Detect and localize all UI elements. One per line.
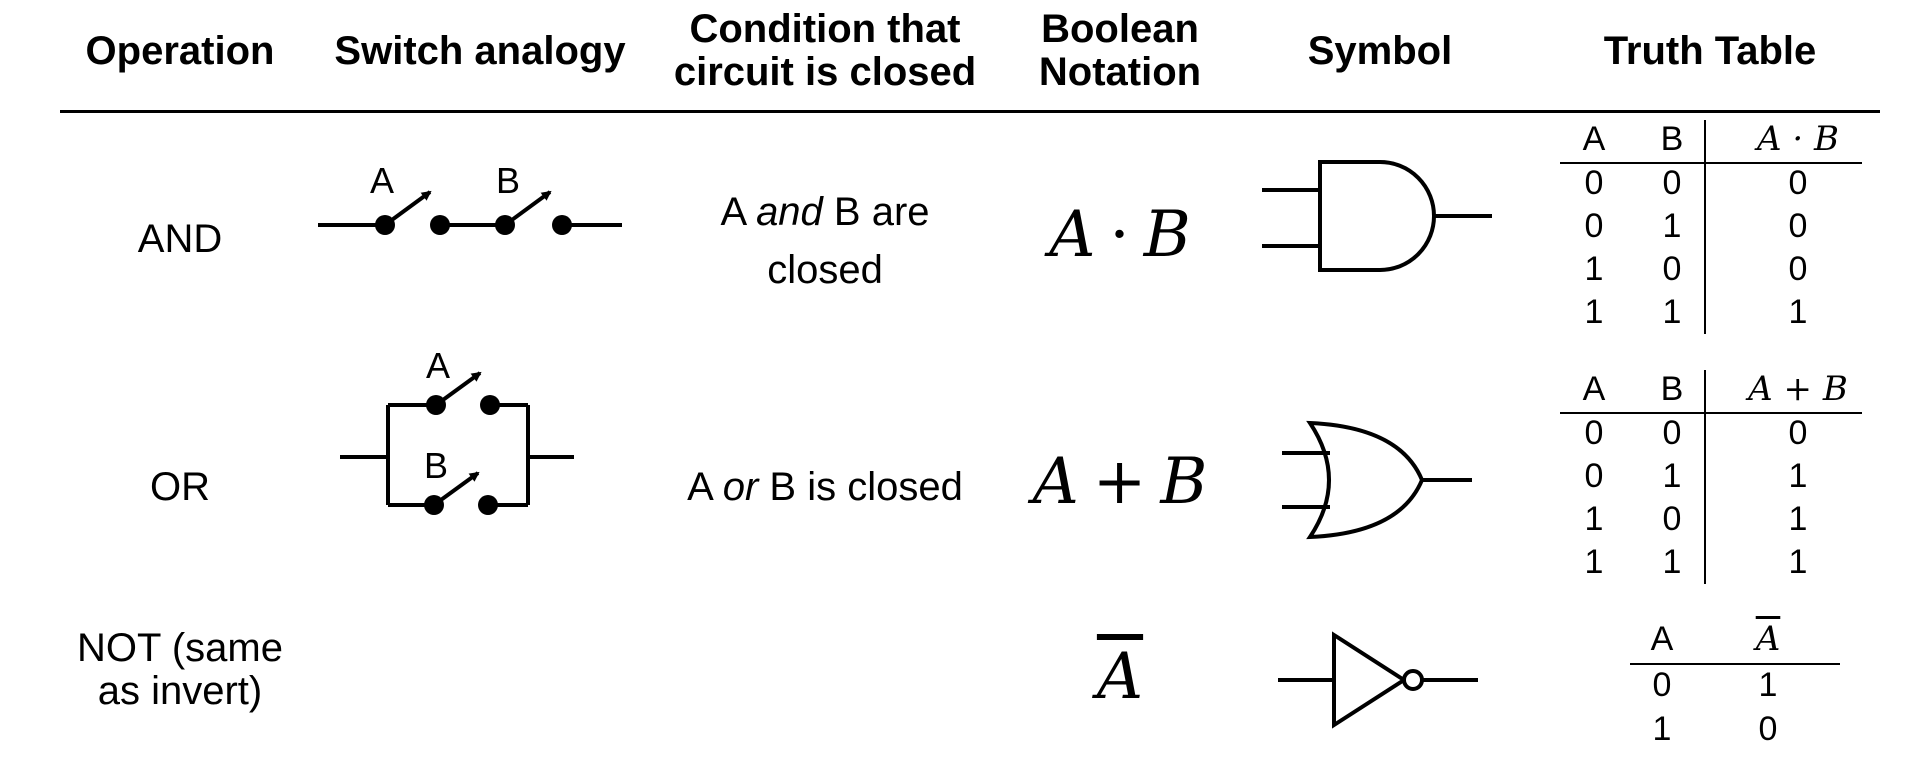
not-operation-line1: NOT (same <box>77 626 283 670</box>
and-switch-label-b: B <box>496 160 520 201</box>
or-truth-table: A B A + B 0 0 0 0 1 1 1 0 1 1 1 1 <box>1560 368 1880 588</box>
or-tt-cell: 1 <box>1788 457 1808 495</box>
or-notation-a: A <box>1032 445 1079 519</box>
or-condition-em: or <box>722 465 759 509</box>
or-tt-header-result: A + B <box>1748 369 1848 409</box>
or-tt-column-rule <box>1704 370 1706 584</box>
or-tt-cell: 0 <box>1584 457 1604 495</box>
and-tt-cell: 0 <box>1584 164 1604 202</box>
or-tt-cell: 1 <box>1584 543 1604 581</box>
and-tt-cell: 1 <box>1584 250 1604 288</box>
and-condition-post: B are <box>822 190 930 234</box>
header-boolean-line1: Boolean <box>1041 7 1199 51</box>
and-tt-cell: 1 <box>1662 207 1682 245</box>
and-tt-cell: 0 <box>1584 207 1604 245</box>
header-condition: Condition that circuit is closed <box>660 8 990 94</box>
or-notation-b: B <box>1160 445 1208 519</box>
not-tt-header-rule <box>1630 663 1840 665</box>
or-switch-analogy-icon: A B <box>340 345 574 515</box>
and-operation-text: AND <box>137 217 223 261</box>
or-notation-op: + <box>1092 445 1147 519</box>
and-tt-cell: 0 <box>1662 164 1682 202</box>
or-switch-label-a: A <box>426 345 450 386</box>
header-symbol-text: Symbol <box>1307 29 1453 73</box>
header-boolean-line2: Notation <box>1038 50 1202 94</box>
and-gate-icon <box>1262 160 1492 272</box>
header-operation-text: Operation <box>85 29 275 73</box>
or-condition: A or B is closed <box>660 458 990 516</box>
and-tt-column-rule <box>1704 120 1706 334</box>
and-tt-header-b: B <box>1660 120 1684 158</box>
or-tt-cell: 0 <box>1788 414 1808 452</box>
or-tt-cell: 1 <box>1584 500 1604 538</box>
and-tt-header-a: A <box>1582 120 1606 158</box>
and-boolean-notation: A·B <box>1010 198 1230 272</box>
header-condition-line2: circuit is closed <box>673 50 977 94</box>
not-tt-header-a: A <box>1650 620 1674 658</box>
or-operation-label: OR <box>60 458 300 516</box>
or-tt-header-a: A <box>1582 370 1606 408</box>
not-tt-cell: 0 <box>1758 710 1778 748</box>
or-boolean-notation: A+B <box>1010 445 1230 519</box>
and-condition-line2: closed <box>767 248 883 292</box>
and-tt-cell: 1 <box>1788 293 1808 331</box>
or-tt-cell: 1 <box>1788 543 1808 581</box>
not-gate-icon <box>1278 631 1478 729</box>
header-symbol: Symbol <box>1250 30 1510 73</box>
or-tt-cell: 0 <box>1662 414 1682 452</box>
and-tt-cell: 0 <box>1788 164 1808 202</box>
and-notation-a: A <box>1049 198 1096 272</box>
and-condition-em: and <box>756 190 823 234</box>
not-truth-table: A A 0 1 1 0 <box>1630 618 1860 758</box>
and-switch-label-a: A <box>370 160 394 201</box>
and-tt-cell: 1 <box>1584 293 1604 331</box>
or-tt-cell: 0 <box>1662 500 1682 538</box>
header-operation: Operation <box>60 30 300 73</box>
or-gate-icon <box>1282 420 1472 540</box>
and-notation-b: B <box>1143 198 1191 272</box>
or-tt-cell: 1 <box>1788 500 1808 538</box>
or-tt-header-b: B <box>1660 370 1684 408</box>
or-operation-text: OR <box>150 465 210 509</box>
and-tt-header-rule <box>1560 162 1862 164</box>
and-tt-cell: 0 <box>1788 250 1808 288</box>
header-boolean-notation: Boolean Notation <box>1010 8 1230 94</box>
and-switch-analogy-icon: A B <box>318 160 622 235</box>
or-tt-cell: 1 <box>1662 543 1682 581</box>
header-switch-analogy: Switch analogy <box>320 30 640 73</box>
and-notation-op: · <box>1109 198 1130 272</box>
or-tt-cell: 1 <box>1662 457 1682 495</box>
header-condition-line1: Condition that <box>689 7 961 51</box>
or-condition-pre: A <box>687 465 723 509</box>
not-tt-header-not-a: A <box>1755 619 1781 659</box>
and-tt-cell: 0 <box>1662 250 1682 288</box>
header-divider <box>60 110 1880 113</box>
not-tt-cell: 1 <box>1758 666 1778 704</box>
and-operation-label: AND <box>60 210 300 268</box>
or-condition-post: B is closed <box>758 465 963 509</box>
and-condition-pre: A <box>720 190 757 234</box>
and-tt-cell: 1 <box>1662 293 1682 331</box>
or-tt-cell: 0 <box>1584 414 1604 452</box>
or-switch-label-b: B <box>424 445 448 486</box>
header-truth-table-text: Truth Table <box>1603 29 1817 73</box>
not-boolean-notation: A <box>1010 640 1230 714</box>
not-operation-label: NOT (same as invert) <box>60 627 300 713</box>
not-operation-line2: as invert) <box>97 669 263 713</box>
and-condition: A and B are closed <box>660 183 990 299</box>
or-tt-header-rule <box>1560 412 1862 414</box>
and-tt-cell: 0 <box>1788 207 1808 245</box>
not-tt-cell: 1 <box>1652 710 1672 748</box>
and-tt-header-result: A · B <box>1757 119 1839 159</box>
and-truth-table: A B A · B 0 0 0 0 1 0 1 0 0 1 1 1 <box>1560 118 1880 338</box>
header-switch-analogy-text: Switch analogy <box>334 29 626 73</box>
and-condition-line1: A and B are <box>660 183 990 241</box>
not-notation-a: A <box>1096 640 1144 714</box>
header-truth-table: Truth Table <box>1540 30 1880 73</box>
not-tt-cell: 0 <box>1652 666 1672 704</box>
